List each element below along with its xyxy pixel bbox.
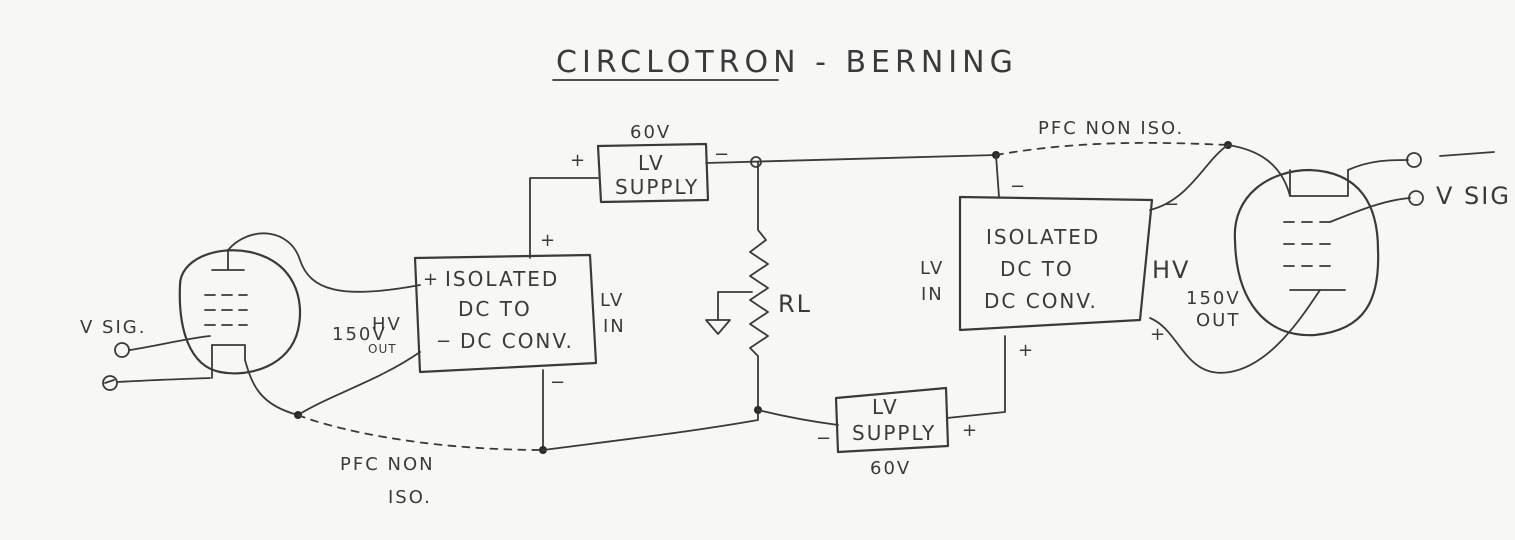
bottom-supply-voltage: 60V — [870, 458, 911, 479]
right-pfc-label: PFC NON ISO. — [1038, 118, 1184, 139]
top-supply-line1: LV — [638, 151, 665, 175]
bottom-supply-plus: + — [962, 420, 979, 441]
right-vacuum-tube — [1233, 168, 1380, 337]
left-converter-minus: − — [436, 331, 453, 352]
left-converter-line1: ISOLATED — [445, 267, 559, 291]
left-pfc-line1: PFC NON — [340, 454, 435, 475]
left-signal-terminal — [114, 342, 130, 358]
left-lv-plus: + — [540, 230, 557, 251]
left-lv-minus: − — [550, 372, 567, 393]
right-in-label: IN — [921, 284, 944, 305]
left-vsig-label: V SIG. — [80, 317, 146, 338]
left-hv-label: HV — [372, 314, 402, 335]
top-supply-plus: + — [570, 150, 587, 171]
right-cathode-lead — [1227, 144, 1291, 197]
left-converter-box — [413, 253, 598, 374]
right-hv-minus: − — [1164, 194, 1181, 215]
ground-symbol — [705, 319, 731, 335]
top-supply-minus: − — [714, 144, 731, 165]
left-pfc-link — [297, 414, 544, 451]
bottom-supply-plus-wire — [946, 335, 1006, 419]
left-grid-lead — [129, 335, 211, 351]
top-supply-line2: SUPPLY — [615, 175, 699, 199]
left-lv-plus-wire — [529, 177, 599, 259]
bottom-supply-minus: − — [816, 428, 833, 449]
right-out-label: OUT — [1196, 310, 1240, 331]
right-lv-minus-wire — [995, 154, 1000, 198]
right-converter-box — [958, 195, 1154, 332]
right-converter-line1: ISOLATED — [986, 225, 1100, 249]
left-ground-mark — [104, 379, 115, 384]
left-plate-lead — [227, 232, 421, 293]
left-hv-voltage: 150V — [332, 324, 387, 345]
right-hv-voltage: 150V — [1186, 288, 1241, 309]
left-converter-line3: DC CONV. — [460, 329, 574, 353]
right-hv-label: HV — [1152, 256, 1190, 284]
left-converter-line2: DC TO — [458, 297, 532, 321]
schematic-title: CIRCLOTRON - BERNING — [556, 45, 1018, 80]
right-lv-label: LV — [920, 258, 944, 279]
left-ground-terminal — [102, 375, 118, 391]
top-rail — [705, 154, 997, 164]
right-hv-plus: + — [1150, 324, 1167, 345]
left-converter-plus: + — [423, 269, 440, 290]
right-ground-terminal — [1408, 190, 1424, 206]
bottom-rail-left — [542, 409, 759, 451]
right-grid-lead — [1347, 159, 1409, 171]
right-signal-terminal — [1406, 152, 1422, 168]
right-lv-minus: − — [1010, 176, 1027, 197]
bottom-rail-right — [757, 409, 839, 426]
bottom-supply-line2: SUPPLY — [852, 421, 936, 445]
left-ground-lead — [117, 377, 211, 383]
right-hv-minus-wire — [1149, 144, 1229, 211]
left-in-label: IN — [603, 316, 626, 337]
left-lv-label: LV — [600, 290, 624, 311]
load-resistor — [749, 161, 769, 411]
load-label: RL — [778, 290, 812, 318]
right-converter-line3: DC CONV. — [984, 289, 1098, 313]
right-ground-lead — [1329, 197, 1411, 223]
left-out-label: OUT — [368, 342, 397, 356]
right-pfc-link — [995, 141, 1229, 156]
right-vsig-label: V SIG — [1436, 182, 1511, 210]
left-pfc-line2: ISO. — [388, 487, 432, 508]
left-vacuum-tube — [178, 249, 302, 379]
right-converter-line2: DC TO — [1000, 257, 1074, 281]
top-rail-node — [750, 156, 762, 168]
right-vsig-overline — [1439, 151, 1495, 157]
right-plate-lead — [1149, 289, 1321, 374]
bottom-supply-line1: LV — [872, 395, 899, 419]
bottom-lv-supply-box — [834, 386, 950, 454]
left-cathode-lead — [244, 351, 421, 416]
top-lv-supply-box — [596, 142, 710, 204]
right-lv-plus: + — [1018, 340, 1035, 361]
top-supply-voltage: 60V — [630, 122, 671, 143]
ground-tap-wire — [717, 291, 753, 321]
